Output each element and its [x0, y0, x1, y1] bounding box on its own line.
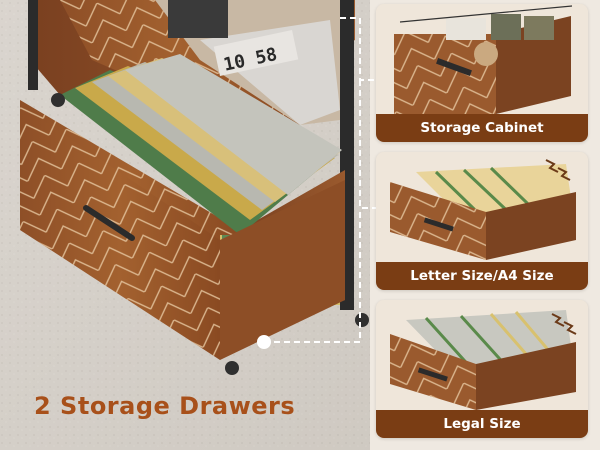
feature-panel-letter-a4: Letter Size/A4 Size	[376, 152, 588, 290]
feature-caption-legal: Legal Size	[376, 410, 588, 438]
feature-caption-storage-cabinet: Storage Cabinet	[376, 114, 588, 142]
feature-panel-storage-cabinet: Storage Cabinet	[376, 4, 588, 142]
feature-caption-letter-a4: Letter Size/A4 Size	[376, 262, 588, 290]
feature-panel-legal: Legal Size	[376, 300, 588, 438]
legal-files-icon	[376, 300, 588, 438]
headline: 2 Storage Drawers	[34, 392, 296, 420]
